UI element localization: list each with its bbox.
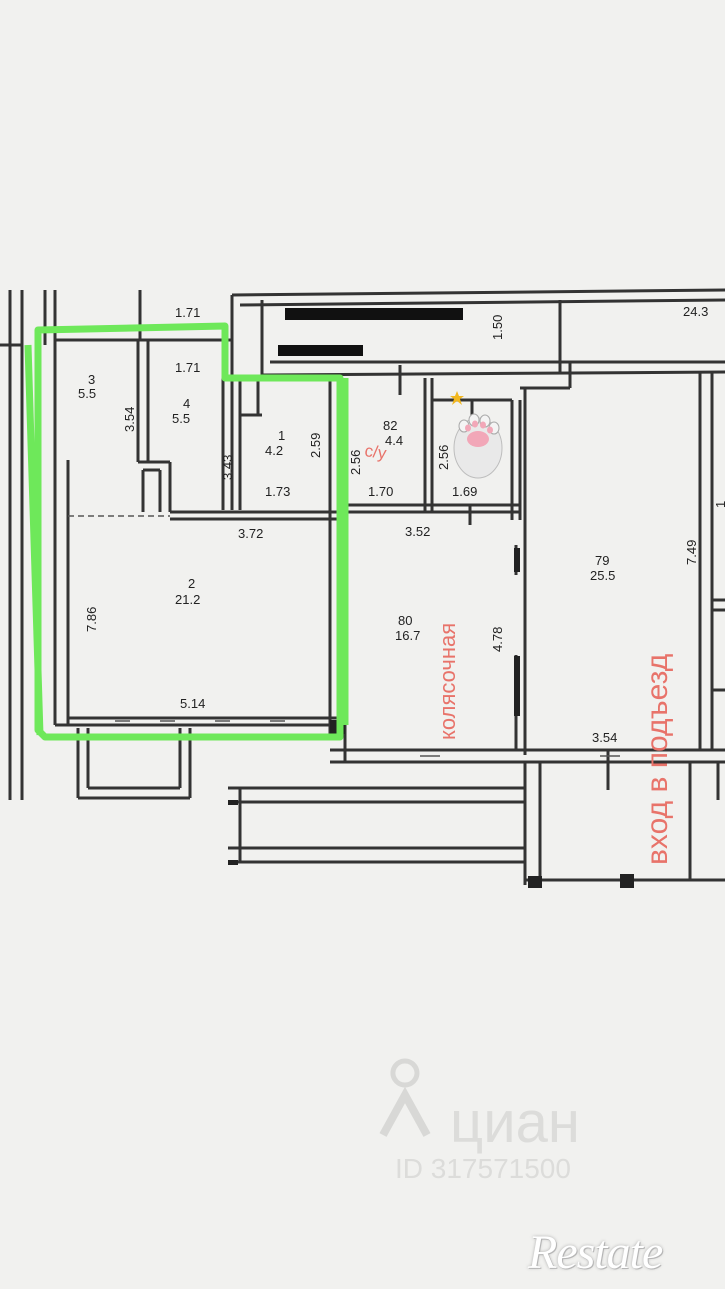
dim-room80-width: 3.52 (405, 524, 430, 539)
dim-room2-width: 5.14 (180, 696, 205, 711)
dim-room4-width: 1.71 (175, 360, 200, 375)
dim-wc-depth: 2.56 (436, 445, 451, 470)
dim-edge-fragment: 1 (713, 501, 725, 508)
flat-highlight-outline (34, 322, 344, 741)
room-80-number: 80 (398, 613, 412, 628)
room-2-area: 21.2 (175, 592, 200, 607)
location-pin-icon (379, 1058, 431, 1137)
entrance-annotation: вход в подъезд (641, 654, 674, 865)
room-79-area: 25.5 (590, 568, 615, 583)
redaction-bar (285, 308, 463, 320)
room-1-number: 1 (278, 428, 285, 443)
dim-room79-width: 3.54 (592, 730, 617, 745)
room-1-area: 4.2 (265, 443, 283, 458)
dim-room2-depth: 7.86 (84, 607, 99, 632)
dim-room4-depth: 3.43 (220, 455, 235, 480)
dim-room80-depth: 4.78 (490, 627, 505, 652)
dim-room79-depth: 7.49 (684, 540, 699, 565)
dim-room1-width: 1.73 (265, 484, 290, 499)
room-3-number: 3 (88, 372, 95, 387)
dim-top-corridor: 1.71 (175, 305, 200, 320)
dim-room3-depth: 3.54 (122, 407, 137, 432)
dim-corridor-depth: 1.50 (490, 315, 505, 340)
room-2-number: 2 (188, 576, 195, 591)
dim-room82-depth: 2.56 (348, 450, 363, 475)
stroller-room-annotation: колясочная (435, 623, 460, 740)
dim-room82-width: 1.70 (368, 484, 393, 499)
room-79-number: 79 (595, 553, 609, 568)
dim-hall-width: 3.72 (238, 526, 263, 541)
restate-logo: Restate (528, 1226, 663, 1279)
bathroom-annotation: с/у (363, 441, 388, 463)
room-4-number: 4 (183, 396, 190, 411)
room-3-area: 5.5 (78, 386, 96, 401)
paw-icon (453, 413, 503, 479)
star-icon (450, 391, 464, 405)
flat-highlight-outline (24, 344, 44, 736)
redaction-bar (278, 345, 363, 356)
dim-room1-depth: 2.59 (308, 433, 323, 458)
room-80-area: 16.7 (395, 628, 420, 643)
windows (115, 720, 620, 757)
dim-wc-width: 1.69 (452, 484, 477, 499)
watermark-brand: циан (450, 1090, 580, 1155)
room-82-number: 82 (383, 418, 397, 433)
room-4-area: 5.5 (172, 411, 190, 426)
room-82-area: 4.4 (385, 433, 403, 448)
watermark-id: ID 317571500 (395, 1153, 571, 1184)
dim-building-length: 24.3 (683, 304, 708, 319)
